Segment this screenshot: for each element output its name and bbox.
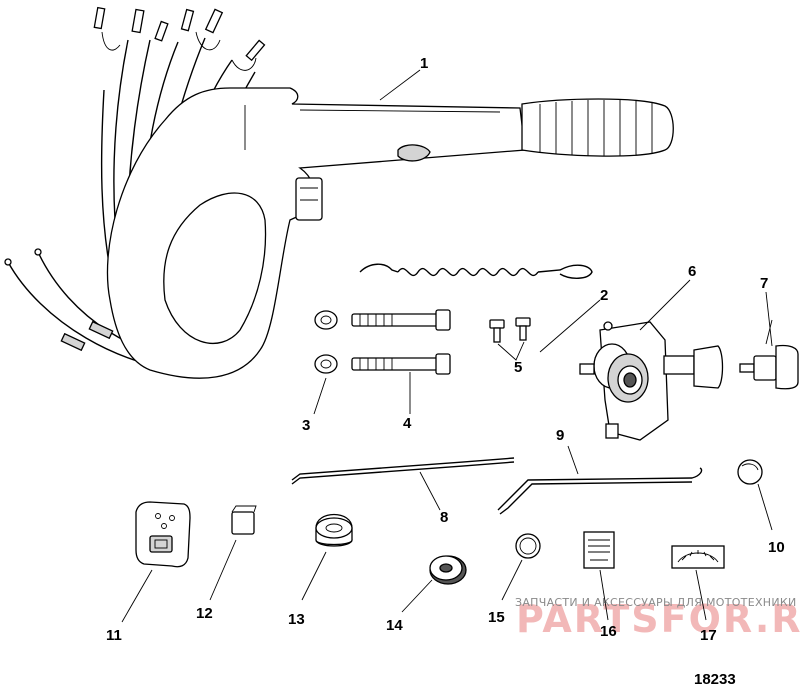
callout-label-13: 13 <box>288 611 305 628</box>
part-small-block <box>231 505 257 535</box>
part-remote-control-handle <box>4 6 674 379</box>
part-lanyard-cord <box>359 263 593 279</box>
callout-label-3: 3 <box>302 417 310 434</box>
part-cap <box>315 514 353 547</box>
callout-label-14: 14 <box>386 617 403 634</box>
callout-label-16: 16 <box>600 623 617 640</box>
callout-label-17: 17 <box>700 627 717 644</box>
callout-label-4: 4 <box>403 415 412 432</box>
callout-label-1: 1 <box>420 55 428 72</box>
callout-label-8: 8 <box>440 509 448 526</box>
watermark-caption: ЗАПЧАСТИ И АКСЕССУАРЫ ДЛЯ МОТОТЕХНИКИ <box>515 596 797 609</box>
part-switch-plate <box>135 501 191 568</box>
part-grommet <box>429 555 467 585</box>
callout-label-10: 10 <box>768 539 785 556</box>
callout-label-11: 11 <box>106 627 122 644</box>
callout-label-15: 15 <box>488 609 505 626</box>
part-switch-assembly <box>579 321 724 441</box>
part-gauge-decal <box>671 545 725 569</box>
part-plug-connector <box>739 319 799 390</box>
callout-label-5: 5 <box>514 359 522 376</box>
part-rods <box>291 457 703 515</box>
part-washers <box>314 310 338 374</box>
part-screws <box>489 317 531 343</box>
part-decal <box>583 531 615 569</box>
part-knob <box>737 459 763 485</box>
part-bolts <box>351 309 451 375</box>
watermark-logo: PARTSFOR.RU <box>516 597 800 641</box>
callout-label-6: 6 <box>688 263 696 280</box>
callout-label-7: 7 <box>760 275 768 292</box>
callout-label-9: 9 <box>556 427 564 444</box>
part-ring <box>515 533 541 559</box>
callout-label-2: 2 <box>600 287 608 304</box>
callout-label-12: 12 <box>196 605 213 622</box>
figure-number: 18233 <box>694 671 736 688</box>
